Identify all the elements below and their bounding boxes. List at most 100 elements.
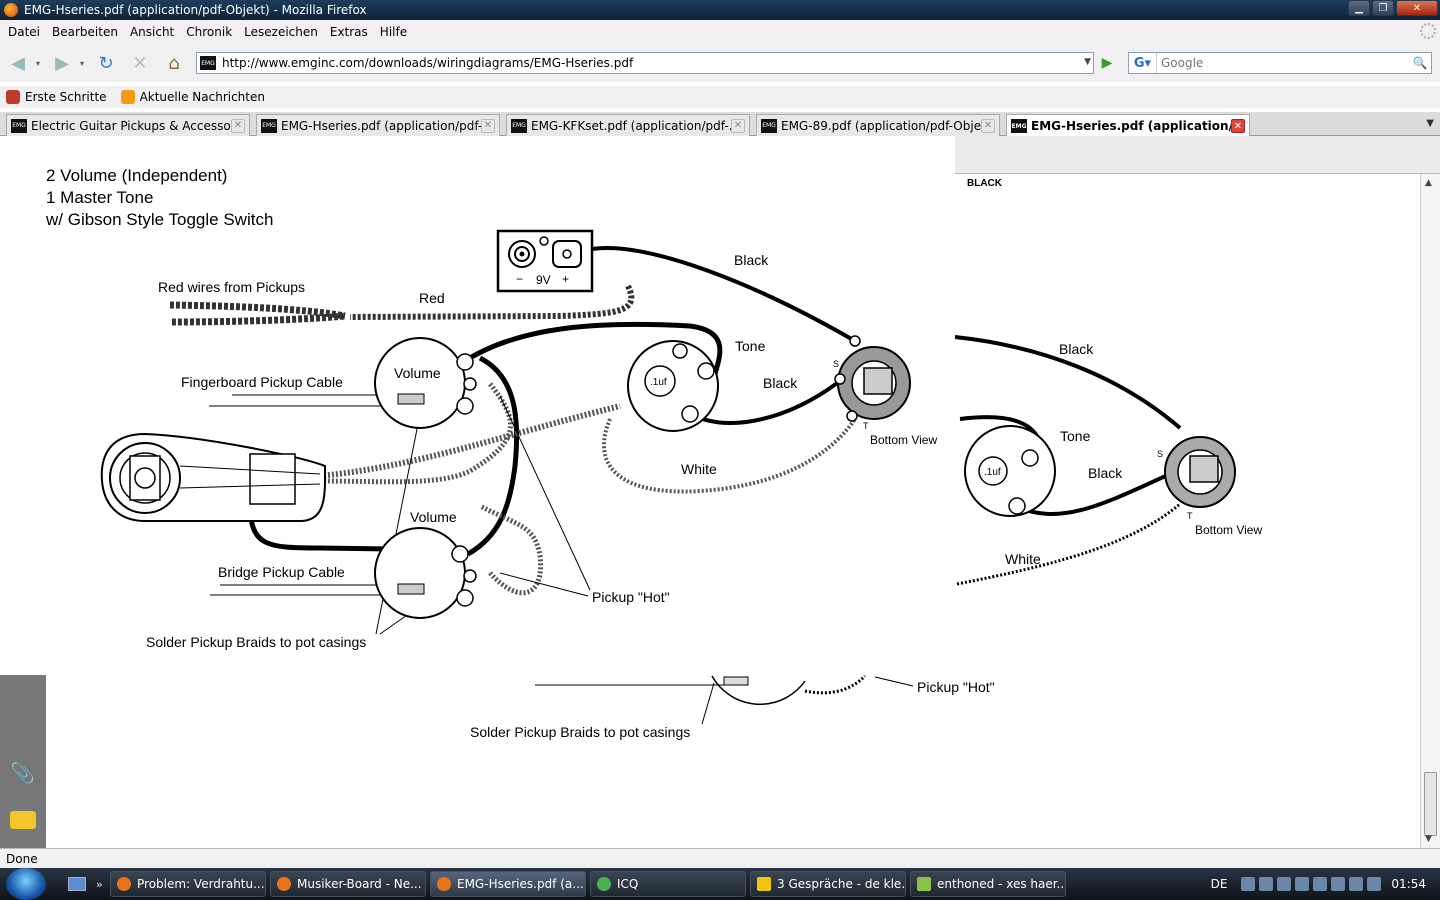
minimize-button[interactable]: ▁	[1348, 0, 1370, 16]
tray-bluetooth-icon[interactable]	[1277, 877, 1292, 891]
bookmark-erste-schritte[interactable]: Erste Schritte	[6, 90, 107, 104]
scroll-down-icon[interactable]: ▼	[1425, 834, 1432, 844]
tab-label: EMG-Hseries.pdf (application/pdf-...	[281, 118, 481, 133]
navigation-toolbar: ◀ ▾ ▶ ▾ ↻ ✕ ⌂ EMG ▼ ▶ G▾ 🔍	[0, 44, 1440, 82]
menu-chronik[interactable]: Chronik	[186, 25, 233, 39]
output-jack	[100, 432, 326, 522]
tab-label: EMG-KFKset.pdf (application/pdf-...	[531, 118, 731, 133]
menu-datei[interactable]: Datei	[8, 25, 41, 39]
search-engine-icon[interactable]: G▾	[1129, 53, 1157, 73]
forward-history-dropdown-icon[interactable]: ▾	[79, 58, 84, 68]
reload-icon[interactable]: ↻	[98, 52, 114, 74]
menu-lesezeichen[interactable]: Lesezeichen	[244, 25, 318, 39]
maximize-button[interactable]: ❐	[1372, 0, 1394, 16]
ghost-cap-label: .1uf	[984, 467, 1001, 478]
volume-pot-top	[374, 337, 477, 429]
volume-top-label: Volume	[394, 365, 441, 381]
menu-hilfe[interactable]: Hilfe	[379, 25, 408, 39]
close-tab-icon[interactable]: ✕	[731, 118, 745, 133]
home-icon[interactable]: ⌂	[168, 52, 180, 74]
ghost-black-mid-label: Black	[1088, 465, 1123, 481]
bookmark-aktuelle-nachrichten[interactable]: Aktuelle Nachrichten	[120, 90, 265, 104]
close-tab-icon[interactable]: ✕	[981, 118, 995, 133]
comment-icon[interactable]	[10, 811, 36, 829]
ghost-tone-label: Tone	[1060, 428, 1091, 444]
attachment-paperclip-icon[interactable]: 📎	[10, 761, 35, 785]
emg-favicon-icon: EMG	[511, 118, 527, 133]
tray-monitor-icon[interactable]	[1331, 877, 1346, 891]
tone-pot	[627, 340, 719, 432]
show-desktop-icon[interactable]	[68, 877, 86, 891]
ghost-t-label: T	[1187, 511, 1193, 521]
switch-t-label: T	[863, 421, 869, 431]
tab-emg-89[interactable]: EMG EMG-89.pdf (application/pdf-Objekt) …	[756, 114, 1000, 136]
clock[interactable]: 01:54	[1391, 877, 1426, 891]
taskbar-item[interactable]: enthoned - xes haer...	[910, 871, 1066, 897]
firefox-icon	[437, 877, 451, 891]
bookmark-label: Erste Schritte	[25, 90, 107, 104]
scroll-up-icon[interactable]: ▲	[1425, 178, 1432, 188]
menu-bearbeiten[interactable]: Bearbeiten	[52, 25, 118, 39]
search-icon[interactable]: 🔍	[1412, 56, 1428, 70]
bookmarks-toolbar: Erste Schritte Aktuelle Nachrichten	[0, 86, 1440, 108]
emg-favicon-icon: EMG	[761, 118, 777, 133]
white-label: White	[681, 461, 717, 477]
window-titlebar: EMG-Hseries.pdf (application/pdf-Objekt)…	[0, 0, 1440, 20]
scrollbar-thumb[interactable]	[1424, 772, 1437, 836]
firefox-bookmark-icon	[6, 90, 20, 104]
taskbar-item-label: 3 Gespräche - de kle...	[777, 877, 906, 891]
search-bar[interactable]: G▾ 🔍	[1128, 52, 1432, 74]
vertical-scrollbar[interactable]: ▲ ▼	[1420, 174, 1440, 848]
tray-volume-icon[interactable]	[1349, 877, 1364, 891]
pickup-hot-label: Pickup "Hot"	[592, 589, 670, 605]
url-history-dropdown-icon[interactable]: ▼	[1084, 57, 1091, 67]
rss-icon	[120, 90, 135, 104]
menu-ansicht[interactable]: Ansicht	[129, 25, 175, 39]
emg-favicon-icon: EMG	[261, 118, 277, 133]
tab-list-dropdown-icon[interactable]: ▼	[1426, 118, 1434, 129]
close-tab-icon[interactable]: ✕	[1231, 119, 1245, 133]
close-tab-icon[interactable]: ✕	[481, 118, 495, 133]
tone-label: Tone	[735, 338, 766, 354]
tray-app-icon[interactable]	[1295, 877, 1310, 891]
back-arrow-icon[interactable]: ◀	[11, 52, 25, 74]
switch-s-label: S	[833, 359, 839, 369]
tray-app-icon[interactable]	[1259, 877, 1274, 891]
url-input[interactable]	[222, 56, 1072, 70]
close-tab-icon[interactable]: ✕	[231, 118, 245, 133]
menu-extras[interactable]: Extras	[329, 25, 368, 39]
firefox-icon	[277, 877, 291, 891]
taskbar-item[interactable]: Musiker-Board - Ne...	[270, 871, 426, 897]
taskbar-item[interactable]: Problem: Verdrahtu...	[110, 871, 266, 897]
tray-signal-icon[interactable]	[1367, 877, 1382, 891]
ghost-white-label: White	[1005, 551, 1041, 567]
language-indicator[interactable]: DE	[1210, 877, 1228, 891]
tab-emg-pickups[interactable]: EMG Electric Guitar Pickups & Accessori.…	[6, 114, 250, 136]
quicklaunch-more-icon[interactable]: »	[96, 877, 103, 891]
heading-line-1: 2 Volume (Independent)	[46, 166, 227, 185]
tray-expand-icon[interactable]	[1241, 877, 1256, 891]
taskbar-item[interactable]: ICQ	[590, 871, 746, 897]
black-top-label: Black	[734, 252, 769, 268]
notepad-icon	[917, 877, 931, 891]
close-window-button[interactable]: ✕	[1396, 0, 1438, 16]
url-bar[interactable]: EMG ▼	[196, 52, 1094, 74]
firefox-icon	[117, 877, 131, 891]
back-history-dropdown-icon[interactable]: ▾	[35, 58, 40, 68]
taskbar-item-label: Musiker-Board - Ne...	[297, 877, 422, 891]
tab-emg-kfkset[interactable]: EMG EMG-KFKset.pdf (application/pdf-... …	[506, 114, 750, 136]
taskbar-item[interactable]: 3 Gespräche - de kle...	[750, 871, 906, 897]
status-text: Done	[6, 851, 38, 866]
window-title: EMG-Hseries.pdf (application/pdf-Objekt)…	[24, 3, 367, 17]
go-arrow-icon[interactable]: ▶	[1101, 55, 1113, 71]
tab-emg-hseries[interactable]: EMG EMG-Hseries.pdf (application/pdf-...…	[256, 114, 500, 136]
tab-label: EMG-89.pdf (application/pdf-Objekt)	[781, 118, 981, 133]
forward-arrow-icon[interactable]: ▶	[55, 52, 69, 74]
stop-icon[interactable]: ✕	[132, 52, 148, 74]
taskbar-item-active[interactable]: EMG-Hseries.pdf (a...	[430, 871, 586, 897]
start-button[interactable]	[6, 868, 46, 900]
tray-network-icon[interactable]	[1313, 877, 1328, 891]
search-input[interactable]	[1157, 56, 1409, 70]
firefox-icon	[4, 3, 18, 17]
tab-emg-hseries-active[interactable]: EMG EMG-Hseries.pdf (application/pdf... …	[1006, 114, 1250, 137]
